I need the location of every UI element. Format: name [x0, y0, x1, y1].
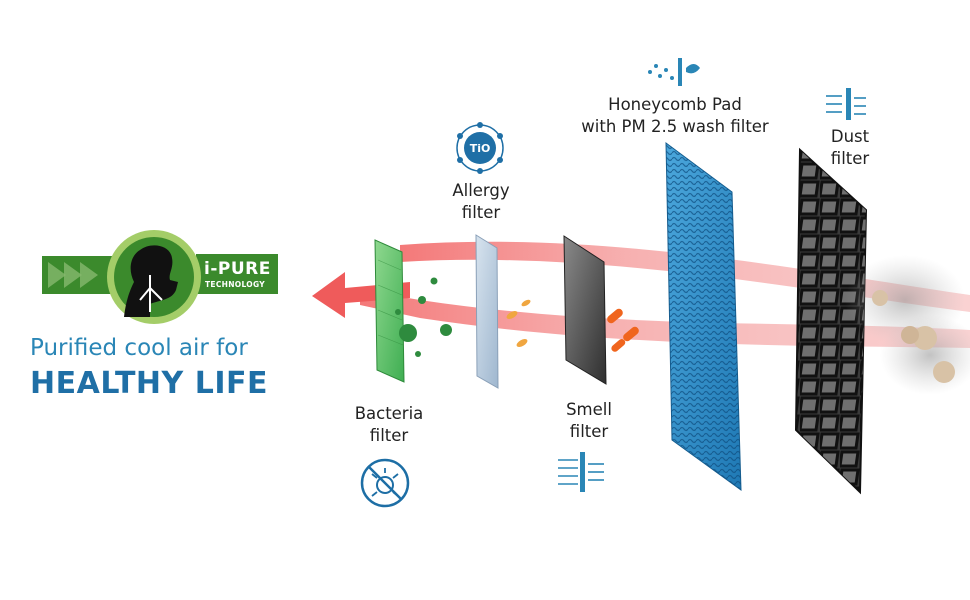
honeycomb-pad-sheet — [665, 141, 742, 492]
badge-title: i-PURE — [204, 259, 271, 279]
pollen-particles — [506, 299, 531, 347]
water-spray-icon — [648, 58, 700, 86]
airflow-arrow-left — [312, 272, 410, 318]
badge-subtitle: TECHNOLOGY — [205, 280, 265, 289]
headline: HEALTHY LIFE — [30, 366, 268, 401]
smell-particles — [607, 308, 639, 352]
dust-smoke — [845, 255, 970, 395]
bacteria-blocked-icon — [360, 458, 410, 508]
svg-text:2: 2 — [495, 151, 499, 158]
allergy-filter-sheet — [475, 234, 499, 389]
dust-filter-sheet — [794, 147, 868, 495]
honeycomb-pad-label: Honeycomb Pad with PM 2.5 wash filter — [581, 95, 769, 136]
tio2-molecule-icon: TiO 2 — [456, 122, 504, 174]
tio2-text: TiO — [470, 142, 491, 155]
airflow-filter-icon — [558, 452, 604, 492]
bacteria-filter-label: Bacteria filter — [354, 404, 424, 445]
tagline: Purified cool air for — [30, 335, 248, 361]
smell-filter-sheet — [563, 235, 607, 385]
bacteria-filter-sheet — [374, 239, 405, 383]
smell-filter-label: Smell filter — [566, 400, 612, 441]
allergy-filter-label: Allergy filter — [452, 181, 510, 222]
germ-particles — [395, 277, 452, 357]
dust-filter-icon — [826, 88, 866, 120]
dust-filter-label: Dust filter — [830, 127, 870, 168]
ipure-badge — [42, 230, 278, 324]
